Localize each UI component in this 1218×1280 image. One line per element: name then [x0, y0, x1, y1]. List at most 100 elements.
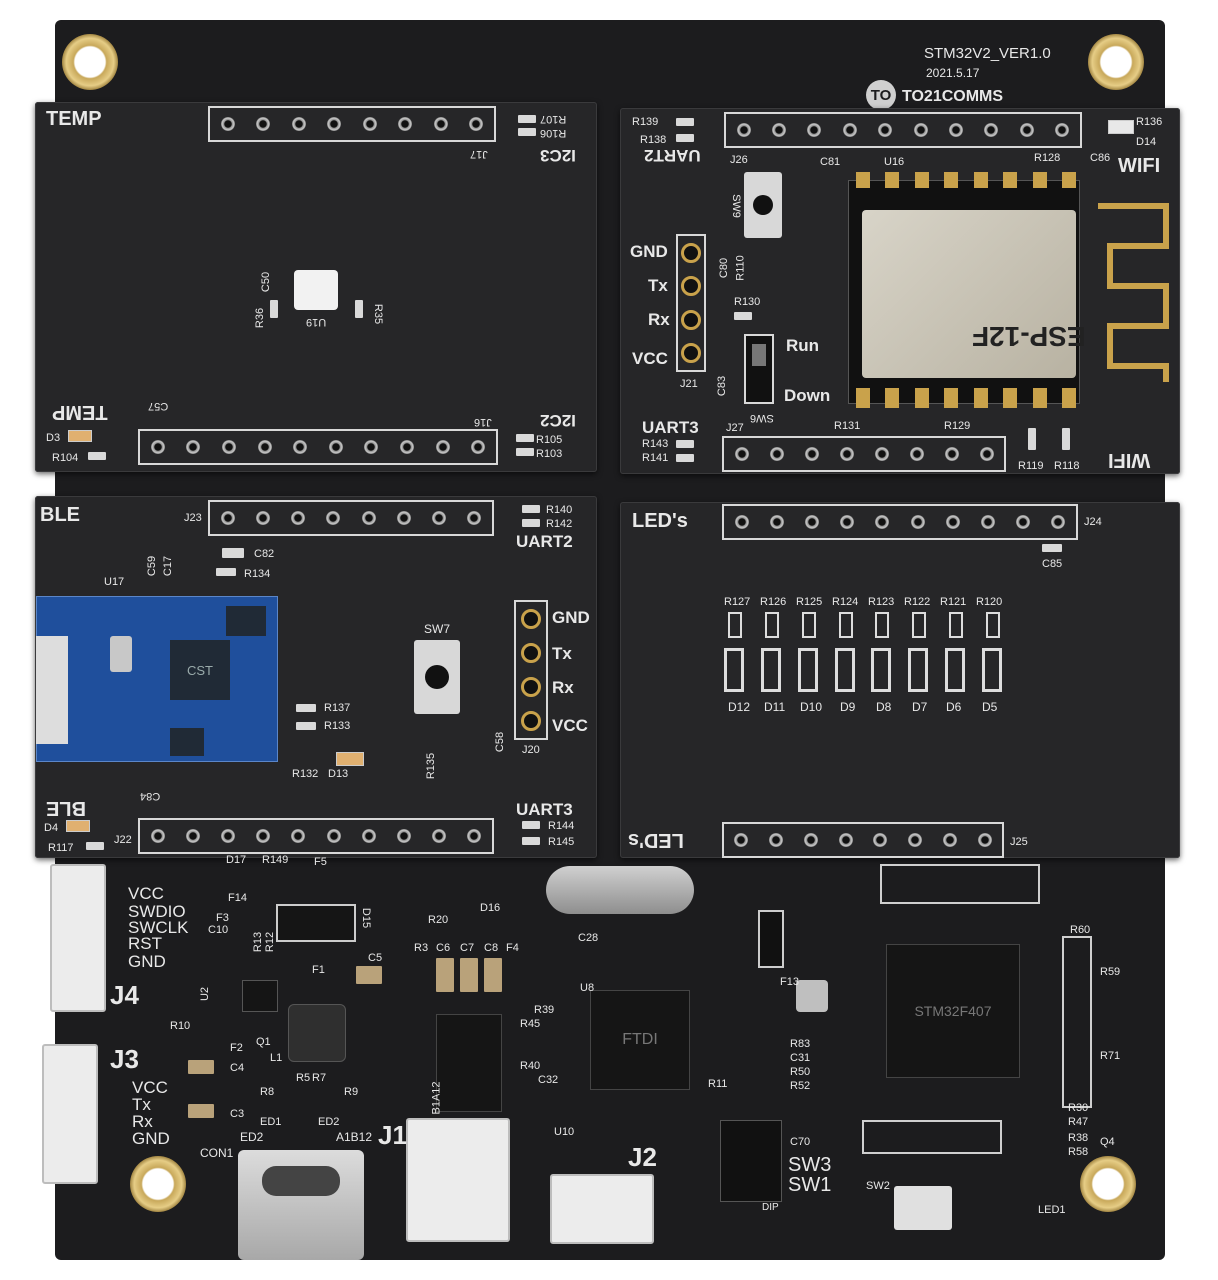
- temp-part-r105: R105: [536, 434, 563, 446]
- slide-switch[interactable]: [758, 910, 784, 968]
- ble-part-c59: C59: [146, 555, 159, 577]
- part-d16: D16: [480, 902, 501, 914]
- ble-resistor-r137: [296, 704, 316, 712]
- microcontroller: STM32F407: [886, 944, 1020, 1078]
- led-diode-row: [724, 648, 1002, 694]
- part-r42: R52: [790, 1080, 811, 1092]
- ble-uart-pin-header: [514, 600, 548, 740]
- led-diode-label-7: D6: [946, 700, 962, 714]
- smd-cap-c6: [436, 958, 454, 992]
- part-d17: D17: [226, 854, 247, 866]
- temp-header-bottom-label: J16: [474, 416, 492, 428]
- ble-part-r135: R135: [425, 752, 438, 780]
- wifi-uart-bottom: UART3: [642, 418, 699, 437]
- part-r50: R83: [790, 1038, 811, 1050]
- part-c7: C7: [460, 942, 475, 954]
- button-sw2-label: SW2: [866, 1180, 890, 1192]
- temp-part-r35: R35: [372, 303, 385, 325]
- part-r82: R11: [708, 1078, 728, 1090]
- led-diode-label-3: D10: [800, 700, 823, 714]
- wifi-uart-top: UART2: [644, 146, 701, 165]
- wifi-resistor-r119: [1028, 428, 1036, 450]
- dip-switch[interactable]: [720, 1120, 782, 1202]
- uart-connector-j3[interactable]: [42, 1044, 98, 1184]
- button-sw2[interactable]: [894, 1186, 952, 1230]
- temp-part-d3: D3: [46, 432, 61, 444]
- ble-button-sw7[interactable]: [414, 640, 460, 714]
- wifi-part-r131: R131: [834, 420, 861, 432]
- ble-part-r142: R142: [546, 518, 573, 530]
- swd-connector-j4[interactable]: [50, 864, 106, 1012]
- mcu-top-header: [880, 864, 1040, 904]
- wifi-part-r128: R128: [1034, 152, 1061, 164]
- wifi-uart-pin-header: [676, 234, 706, 372]
- swd-pin-swdio: SWDIO: [128, 902, 186, 921]
- temp-label-bottom: TEMP: [52, 401, 108, 423]
- part-r3: R3: [414, 942, 429, 954]
- ble-resistor-r134: [216, 568, 236, 576]
- board-title: STM32V2_VER1.0: [924, 45, 1051, 62]
- wifi-part-d14: D14: [1136, 136, 1157, 148]
- part-q3: R71: [1100, 1050, 1121, 1062]
- part-r11: U10: [554, 1126, 575, 1138]
- led-diode-label-8: D5: [982, 700, 998, 714]
- temp-bus-top: I2C3: [540, 146, 576, 165]
- wifi-resistor-r139: [676, 118, 694, 126]
- part-u10: B1A12: [430, 1081, 443, 1115]
- connector-j2[interactable]: [550, 1174, 654, 1244]
- wifi-antenna-trace: [1098, 203, 1169, 382]
- ble-label-top: BLE: [40, 504, 80, 526]
- logo-text: TO21COMMS: [902, 88, 1004, 105]
- smd-cap-c5: [356, 966, 382, 984]
- power-connector-j1[interactable]: [406, 1118, 510, 1242]
- part-r13: R13: [252, 931, 265, 953]
- temp-led-d3: [68, 430, 92, 442]
- smd-cap-c8: [484, 958, 502, 992]
- regulator-u10: [436, 1014, 502, 1112]
- usb-c-label: CON1: [200, 1146, 234, 1160]
- led1-label: LED1: [1038, 1204, 1066, 1216]
- usb-serial-chip-text: FTDI: [622, 1031, 658, 1048]
- part-f1: F1: [312, 964, 325, 976]
- wifi-resistor-r130: [734, 312, 752, 320]
- ble-chip-text: CST: [187, 662, 213, 678]
- wifi-part-r130: R130: [734, 296, 761, 308]
- crystal-y3: [796, 980, 828, 1012]
- ble-crystal: [110, 636, 132, 672]
- power-connector-label: J1: [378, 1120, 407, 1150]
- wifi-part-r110: R110: [734, 255, 747, 281]
- part-f14: F14: [228, 892, 247, 904]
- ble-part-c84: C84: [140, 790, 161, 802]
- part-r41: R50: [790, 1066, 811, 1078]
- ble-resistor-r140: [522, 505, 540, 513]
- mcu-bottom-header: [862, 1120, 1002, 1154]
- switch-sw3-label: SW3: [788, 1154, 832, 1176]
- part-r39: R39: [534, 1004, 555, 1016]
- wifi-button-sw9[interactable]: [744, 172, 782, 238]
- part-r20: R20: [428, 914, 449, 926]
- part-c3: C3: [230, 1108, 245, 1120]
- uart-pin-rx: Rx: [132, 1112, 153, 1131]
- ble-antenna-trace: [36, 636, 68, 744]
- part-y3: F13: [780, 976, 799, 988]
- wifi-pin-gnd: GND: [630, 242, 668, 261]
- ble-part-r117: R117: [48, 842, 74, 854]
- wifi-esp-pads-bottom: [856, 388, 1076, 408]
- wifi-led-d14: [1108, 120, 1134, 134]
- led-resistor-label-3: R125: [796, 596, 823, 608]
- smd-cap-c7: [460, 958, 478, 992]
- mcu-side-header: [1062, 936, 1092, 1108]
- ble-pin-vcc: VCC: [552, 716, 588, 735]
- wifi-resistor-r138: [676, 134, 694, 142]
- led-resistor-label-2: R126: [760, 596, 787, 608]
- part-r7: R7: [312, 1072, 327, 1084]
- wifi-pin-rx: Rx: [648, 310, 670, 329]
- wifi-mode-switch-sw6[interactable]: [744, 334, 774, 404]
- temp-header-top-label: J17: [470, 148, 488, 160]
- temp-header-top: [208, 106, 496, 142]
- part-c8: C8: [484, 942, 499, 954]
- ble-header-bottom: [138, 818, 494, 854]
- temp-part-r36: R36: [254, 307, 267, 329]
- usb-c-pin-b1a12: A1B12: [336, 1130, 373, 1144]
- wifi-part-c83: C83: [716, 375, 729, 397]
